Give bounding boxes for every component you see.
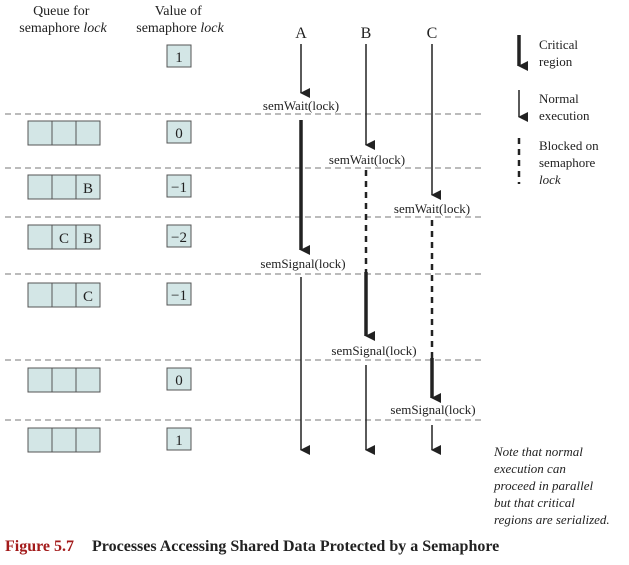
svg-text:−2: −2 [171, 230, 187, 246]
value-box: 1 [166, 427, 192, 451]
svg-text:0: 0 [175, 373, 183, 389]
legend-normal-label: Normal execution [539, 91, 590, 123]
value-box: −1 [166, 174, 192, 198]
figure-title: Processes Accessing Shared Data Protecte… [92, 538, 499, 555]
value-box: 1 [166, 44, 192, 68]
semsignal-label-b: semSignal(lock) [331, 343, 416, 358]
queue-box: C [27, 282, 101, 308]
queue-box [27, 120, 101, 146]
note-text: Note that normal execution can proceed i… [493, 444, 610, 527]
legend: Critical region Normal execution Blocked… [517, 35, 602, 187]
process-label-a: A [295, 25, 307, 42]
queue-header: Queue for semaphore lock [19, 4, 107, 36]
legend-blocked-label: Blocked on semaphore lock [539, 138, 602, 187]
semwait-label-c: semWait(lock) [394, 201, 470, 216]
semwait-label-a: semWait(lock) [263, 98, 339, 113]
semsignal-label-a: semSignal(lock) [260, 256, 345, 271]
process-label-b: B [361, 25, 372, 42]
semsignal-label-c: semSignal(lock) [390, 402, 475, 417]
legend-critical-label: Critical region [539, 37, 581, 69]
svg-text:C: C [83, 289, 93, 305]
svg-text:B: B [83, 231, 93, 247]
value-box: −2 [166, 224, 192, 248]
value-box: 0 [166, 367, 192, 391]
queue-box [27, 427, 101, 453]
queue-box [27, 367, 101, 393]
svg-text:1: 1 [175, 50, 183, 66]
semwait-label-b: semWait(lock) [329, 152, 405, 167]
value-box: 0 [166, 120, 192, 144]
figure-caption: Figure 5.7 Processes Accessing Shared Da… [5, 538, 499, 555]
queue-box: B [27, 174, 101, 200]
svg-text:B: B [83, 181, 93, 197]
svg-text:1: 1 [175, 433, 183, 449]
svg-text:−1: −1 [171, 180, 187, 196]
svg-text:0: 0 [175, 126, 183, 142]
value-box: −1 [166, 282, 192, 306]
process-label-c: C [427, 25, 438, 42]
value-header: Value of semaphore lock [136, 4, 224, 36]
svg-text:C: C [59, 231, 69, 247]
figure-number: Figure 5.7 [5, 538, 74, 555]
svg-text:−1: −1 [171, 288, 187, 304]
